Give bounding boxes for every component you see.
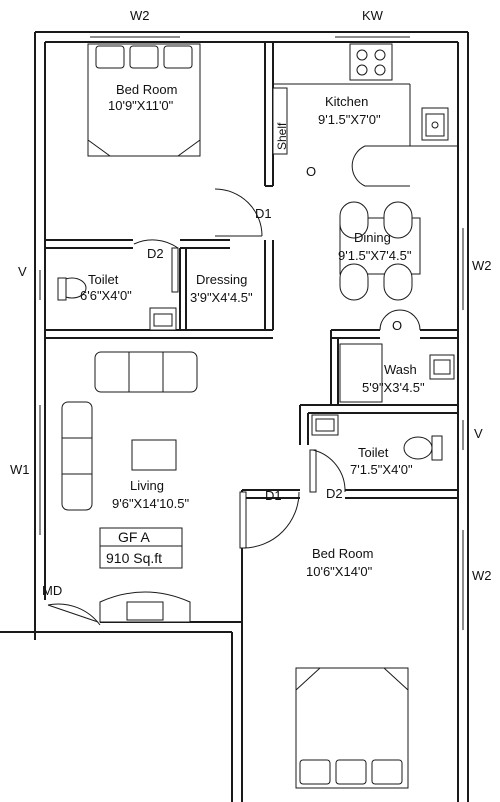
label-d2-lower: D2: [326, 486, 343, 501]
shelf-unit: [272, 87, 288, 155]
door-d1-upper: [214, 188, 263, 237]
living-name: Living: [130, 478, 164, 493]
area-box: [99, 527, 183, 569]
kitchen-sink: [421, 107, 449, 141]
bedroom-top-size: 10'9"X11'0": [108, 98, 174, 113]
label-w2-right-lower: W2: [472, 568, 492, 583]
toilet-right-name: Toilet: [358, 445, 389, 460]
wash-size: 5'9"X3'4.5": [362, 380, 425, 395]
dining-set: [339, 201, 421, 301]
wash-name: Wash: [384, 362, 417, 377]
bed-bottom: [295, 667, 409, 789]
kitchen-size: 9'1.5"X7'0": [318, 112, 381, 127]
stove: [349, 43, 393, 81]
coffee-table: [131, 439, 177, 471]
doors: [47, 188, 421, 626]
door-d1-lower: [239, 491, 300, 549]
label-o-kitchen: O: [306, 164, 316, 179]
label-md: MD: [42, 583, 62, 598]
basin-wash: [429, 354, 455, 380]
dining-size: 9'1.5"X7'4.5": [338, 248, 412, 263]
wash-counter: [339, 343, 383, 403]
kitchen-name: Kitchen: [325, 94, 368, 109]
shelf-label: Shelf: [275, 122, 289, 150]
label-o-wash: O: [392, 318, 402, 333]
wash-opening: [379, 309, 421, 331]
bedroom-bottom-name: Bed Room: [312, 546, 373, 561]
label-v-left: V: [18, 264, 27, 279]
living-size: 9'6"X14'10.5": [112, 496, 189, 511]
toilet-right-fixture: [403, 435, 443, 461]
label-d1-lower: D1: [265, 488, 282, 503]
toilet-left-size: 6'6"X4'0": [80, 288, 132, 303]
door-d2-lower: [309, 449, 346, 493]
dining-name: Dining: [354, 230, 391, 245]
basin-left: [149, 307, 177, 331]
bedroom-top-name: Bed Room: [116, 82, 177, 97]
dressing-size: 3'9"X4'4.5": [190, 290, 253, 305]
door-d2-upper: [133, 239, 179, 293]
door-md: [47, 603, 101, 626]
sofa-left: [61, 401, 93, 511]
tv-unit: [99, 591, 191, 623]
toilet-left-name: Toilet: [88, 272, 119, 287]
label-w2-right-upper: W2: [472, 258, 492, 273]
dressing-name: Dressing: [196, 272, 247, 287]
label-w1: W1: [10, 462, 30, 477]
bedroom-bottom-size: 10'6"X14'0": [306, 564, 373, 579]
area-value: 910 Sq.ft: [106, 550, 162, 566]
bed-top: [87, 43, 201, 157]
label-kw: KW: [362, 8, 384, 23]
basin-right: [311, 414, 339, 436]
label-d1-upper: D1: [255, 206, 272, 221]
walls: [0, 31, 469, 802]
label-v-right: V: [474, 426, 483, 441]
windows: [39, 36, 464, 630]
label-w2-top: W2: [130, 8, 150, 23]
sofa-top: [94, 351, 198, 393]
toilet-right-size: 7'1.5"X4'0": [350, 462, 413, 477]
area-title: GF A: [118, 529, 151, 545]
label-d2-upper: D2: [147, 246, 164, 261]
toilet-left-fixture: [57, 277, 87, 301]
